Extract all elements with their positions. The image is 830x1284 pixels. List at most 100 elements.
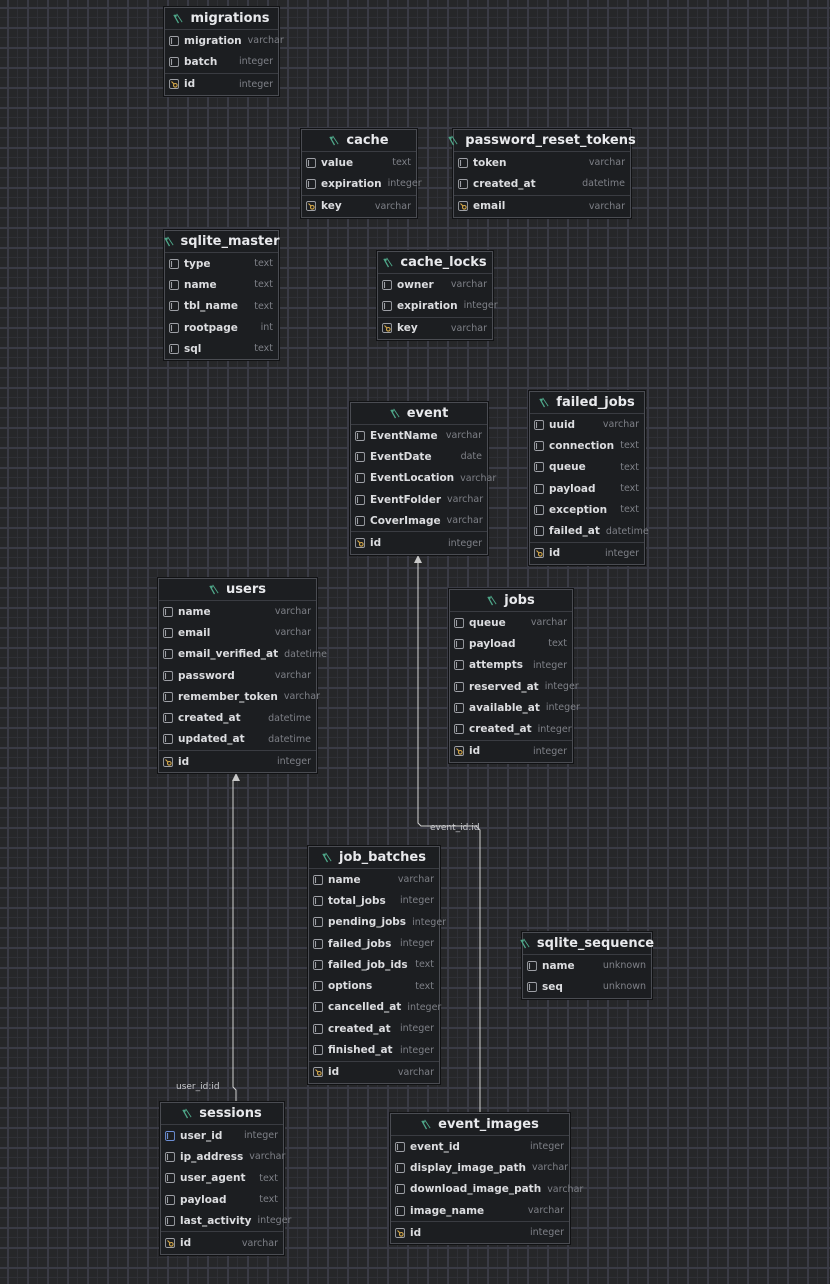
- table-header[interactable]: sqlite_sequence: [520, 933, 654, 955]
- column-icon: [534, 462, 549, 473]
- table-header[interactable]: jobs: [450, 590, 572, 612]
- table-header[interactable]: cache_locks: [378, 252, 492, 274]
- table-header[interactable]: sqlite_master: [163, 231, 280, 253]
- table-header[interactable]: event: [351, 403, 487, 425]
- column-name: key: [397, 322, 418, 335]
- table-header[interactable]: job_batches: [309, 847, 439, 869]
- table-header[interactable]: failed_jobs: [530, 392, 644, 414]
- table-header[interactable]: event_images: [391, 1114, 569, 1136]
- table-icon: [383, 257, 400, 268]
- relation-line[interactable]: [232, 780, 237, 1102]
- column-type: varchar: [530, 617, 567, 629]
- table-header[interactable]: migrations: [165, 8, 278, 30]
- table-header[interactable]: users: [159, 579, 316, 601]
- table-header[interactable]: cache: [302, 130, 416, 152]
- table-header[interactable]: password_reset_tokens: [448, 130, 636, 152]
- table-header[interactable]: sessions: [161, 1103, 283, 1125]
